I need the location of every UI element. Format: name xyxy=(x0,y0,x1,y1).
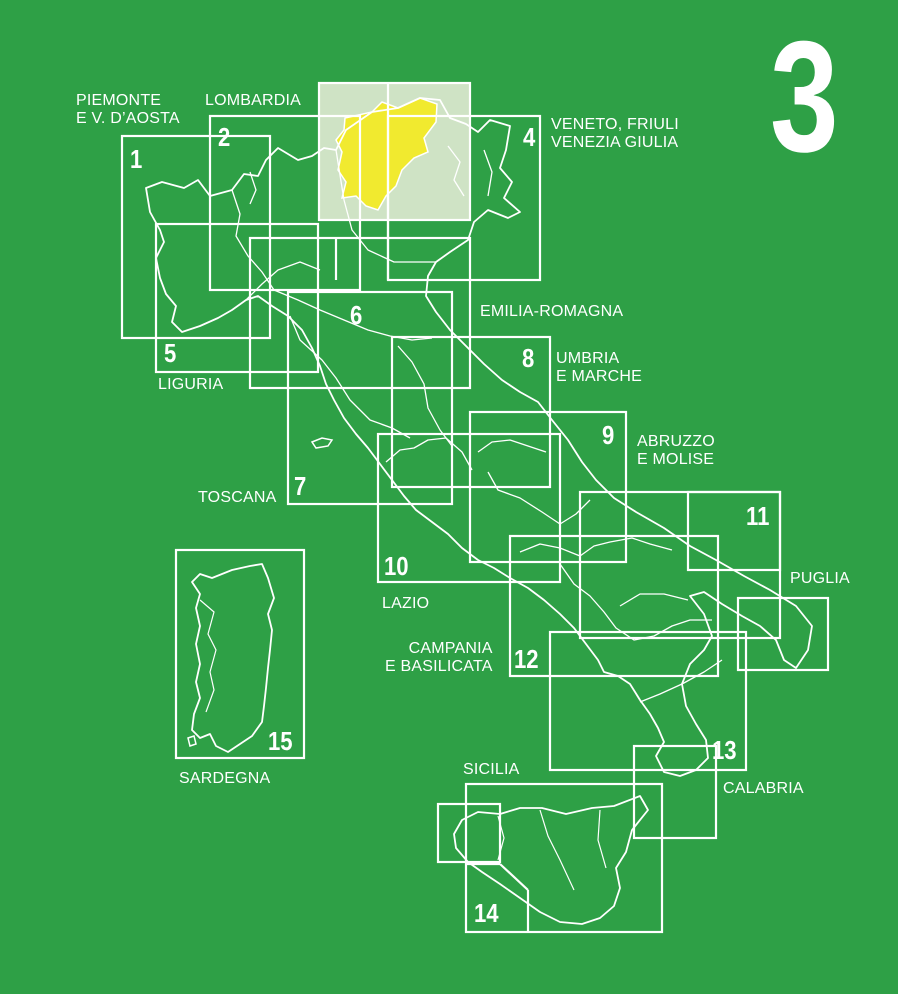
label-puglia: PUGLIA xyxy=(790,570,850,588)
sicilia-outline[interactable] xyxy=(453,795,649,925)
label-lombardia-line1: LOMBARDIA xyxy=(205,92,302,109)
egadi-inset-frame[interactable] xyxy=(436,802,502,864)
label-veneto: VENETO, FRIULI VENEZIA GIULIA xyxy=(551,116,679,152)
label-liguria: LIGURIA xyxy=(158,376,223,394)
sheet-7-frame[interactable] xyxy=(286,290,454,506)
page-number: 3 xyxy=(770,9,839,185)
sheet-1-frame[interactable] xyxy=(120,134,272,340)
sardegna-outline[interactable] xyxy=(191,563,275,753)
label-piemonte: PIEMONTE E V. D’AOSTA xyxy=(76,92,180,128)
label-veneto-line2: VENEZIA GIULIA xyxy=(551,134,679,151)
sheet-number-5[interactable]: 5 xyxy=(164,338,177,368)
sheet-15-frame[interactable] xyxy=(174,548,306,760)
label-umbria-line1: UMBRIA xyxy=(556,350,620,367)
sheet-frames xyxy=(120,81,830,934)
label-piemonte-line2: E V. D’AOSTA xyxy=(76,110,180,127)
label-liguria-line1: LIGURIA xyxy=(158,376,224,393)
label-umbria: UMBRIA E MARCHE xyxy=(556,350,642,386)
sheet-13-frame[interactable] xyxy=(548,630,748,772)
sheet-5-frame[interactable] xyxy=(154,222,320,374)
sheet-number-7[interactable]: 7 xyxy=(294,471,307,501)
label-emilia: EMILIA-ROMAGNA xyxy=(480,303,623,321)
sardegna-boundary xyxy=(199,599,217,713)
sheet-number-13[interactable]: 13 xyxy=(712,735,737,765)
elba-island xyxy=(310,437,334,449)
label-sardegna-line1: SARDEGNA xyxy=(179,770,271,787)
sheet-10-frame[interactable] xyxy=(376,432,562,584)
sheet-number-1[interactable]: 1 xyxy=(130,144,143,174)
label-lombardia: LOMBARDIA xyxy=(205,92,301,110)
sheet-number-14[interactable]: 14 xyxy=(474,898,499,928)
label-abruzzo: ABRUZZO E MOLISE xyxy=(637,433,715,469)
calabria-inset-frame[interactable] xyxy=(632,744,718,840)
divider-line xyxy=(499,863,529,891)
sheet-number-12[interactable]: 12 xyxy=(514,644,539,674)
sheet-number-4[interactable]: 4 xyxy=(523,122,536,152)
label-puglia-line1: PUGLIA xyxy=(790,570,850,587)
label-lazio: LAZIO xyxy=(382,595,429,613)
label-abruzzo-line1: ABRUZZO xyxy=(637,433,715,450)
label-calabria-line1: CALABRIA xyxy=(723,780,804,797)
label-sicilia-line1: SICILIA xyxy=(463,761,520,778)
sheet-12-frame[interactable] xyxy=(508,534,720,678)
label-toscana: TOSCANA xyxy=(198,489,276,507)
sheet-number-2[interactable]: 2 xyxy=(218,122,231,152)
label-piemonte-line1: PIEMONTE xyxy=(76,92,162,109)
sheet-3-frame[interactable] xyxy=(317,81,472,222)
sheet-9-frame[interactable] xyxy=(468,410,628,564)
label-lazio-line1: LAZIO xyxy=(382,595,430,612)
italy-outline xyxy=(145,97,813,777)
label-calabria: CALABRIA xyxy=(723,780,804,798)
label-abruzzo-line2: E MOLISE xyxy=(637,451,715,468)
label-campania-line2: E BASILICATA xyxy=(385,658,493,675)
label-veneto-line1: VENETO, FRIULI xyxy=(551,116,679,133)
sheet-number-8[interactable]: 8 xyxy=(522,343,535,373)
label-toscana-line1: TOSCANA xyxy=(198,489,277,506)
label-sicilia: SICILIA xyxy=(463,761,520,779)
label-emilia-line1: EMILIA-ROMAGNA xyxy=(480,303,624,320)
sheet-number-6[interactable]: 6 xyxy=(350,300,363,330)
label-sardegna: SARDEGNA xyxy=(179,770,270,788)
sheet-number-11[interactable]: 11 xyxy=(746,501,770,531)
label-campania-line1: CAMPANIA xyxy=(408,640,493,657)
label-campania: CAMPANIA E BASILICATA xyxy=(385,640,493,676)
sheet-2-frame[interactable] xyxy=(208,114,362,292)
sheet-14-frame[interactable] xyxy=(464,782,664,934)
sheet-number-15[interactable]: 15 xyxy=(268,726,293,756)
puglia-inset-frame[interactable] xyxy=(736,596,830,672)
label-umbria-line2: E MARCHE xyxy=(556,368,643,385)
sheet-number-9[interactable]: 9 xyxy=(602,420,615,450)
sheet-number-10[interactable]: 10 xyxy=(384,551,409,581)
region-boundaries xyxy=(231,145,723,703)
sheet-6-frame[interactable] xyxy=(248,236,472,390)
sheet-11b-frame[interactable] xyxy=(686,490,782,572)
sardegna-islet xyxy=(187,735,197,747)
